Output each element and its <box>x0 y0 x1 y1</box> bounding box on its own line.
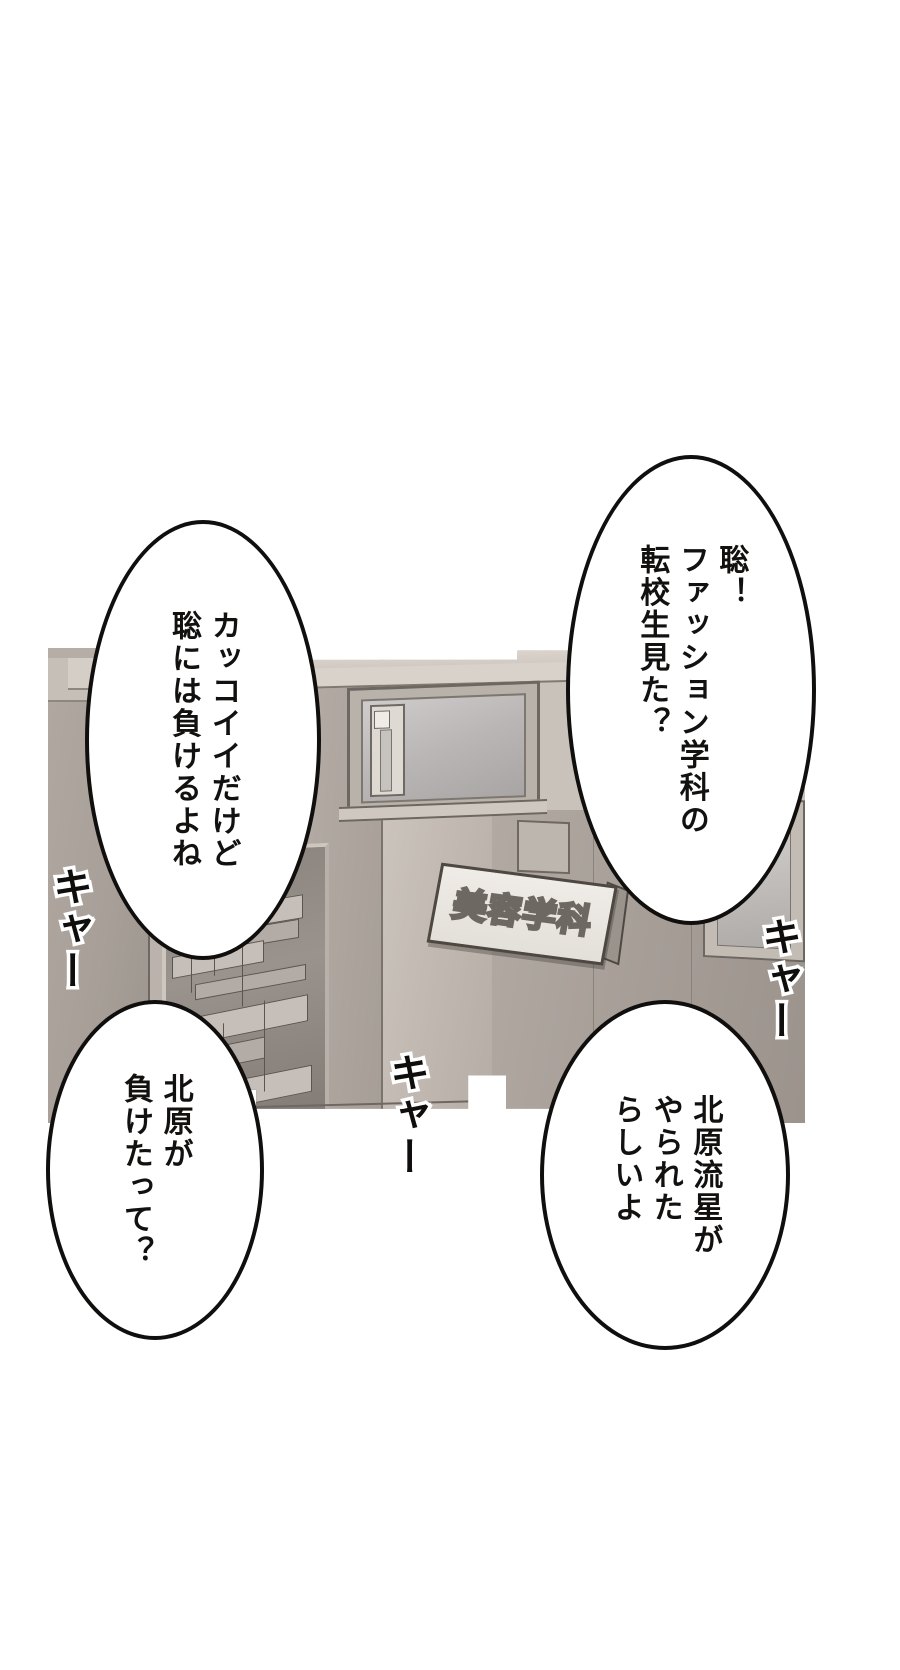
speech-bubble-kitahara-lost: 北原が 負けたって？ <box>46 1000 264 1340</box>
speech-bubble-text: 北原が 負けたって？ <box>118 1072 193 1268</box>
speech-bubble-transfer-student: 聡！ ファッション学科の 転校生見た？ <box>566 455 816 925</box>
chair-leg <box>263 1000 265 1092</box>
window-handle <box>373 710 391 730</box>
speech-bubble-text: カッコイイだけど 聡には負けるよね <box>166 610 241 870</box>
window-sash-inner <box>380 729 392 792</box>
speech-bubble-text: 聡！ ファッション学科の 転校生見た？ <box>634 543 749 837</box>
department-sign-text: 美容学科 <box>448 883 597 944</box>
wall-seam <box>691 804 693 1123</box>
corridor-window <box>347 680 541 819</box>
wall-plate <box>517 820 571 875</box>
window-sash <box>369 703 405 798</box>
window-glass <box>361 693 526 805</box>
speech-bubble-ryusei-beaten: 北原流星が やられた らしいよ <box>540 1000 790 1350</box>
speech-bubble-text: 北原流星が やられた らしいよ <box>608 1093 723 1257</box>
speech-bubble-cool-but: カッコイイだけど 聡には負けるよね <box>85 520 321 960</box>
